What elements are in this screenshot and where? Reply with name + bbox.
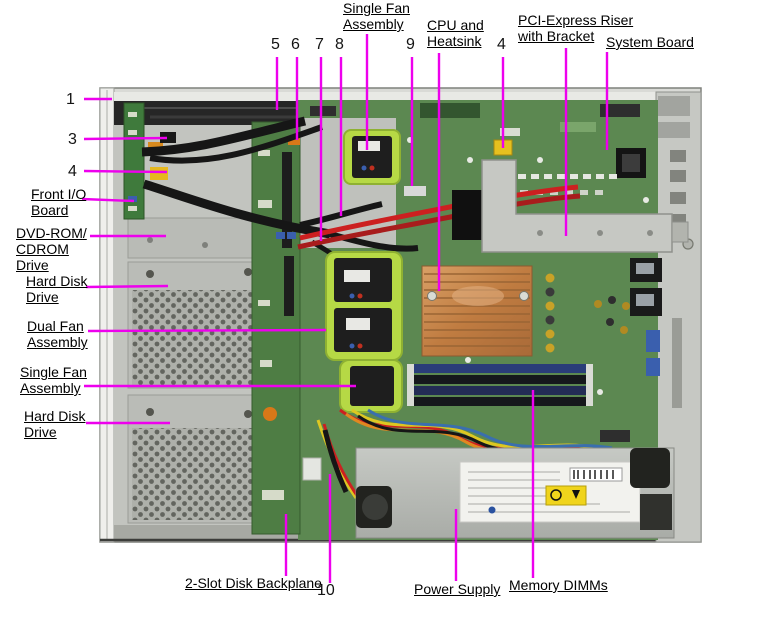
leader-front-io-board	[81, 197, 135, 203]
label-line: Single Fan	[20, 364, 87, 380]
power-supply-illustration	[355, 447, 675, 539]
label-front-io-board[interactable]: Front I/O Board	[31, 186, 86, 218]
warning-sticker	[545, 485, 587, 506]
label-power-supply[interactable]: Power Supply	[414, 581, 500, 597]
leader-3	[83, 136, 168, 141]
label-hard-disk-drive-lower[interactable]: Hard Disk Drive	[24, 408, 85, 440]
cpu-heatsink-illustration	[421, 265, 533, 357]
label-line: Board	[31, 202, 69, 218]
callout-number-3: 3	[68, 131, 77, 148]
label-line: Memory DIMMs	[509, 577, 608, 593]
fan-single-top-illustration	[343, 129, 401, 185]
callout-number-5: 5	[271, 36, 280, 53]
callout-number-9: 9	[406, 36, 415, 53]
label-line: Single Fan	[343, 0, 410, 16]
label-line: CPU and	[427, 17, 484, 33]
white-power-connector	[302, 457, 322, 481]
fan-dual-illustration	[325, 251, 403, 361]
label-line: Drive	[26, 289, 59, 305]
label-line: Hard Disk	[24, 408, 86, 424]
label-line: Front I/O	[31, 186, 87, 202]
label-line: Heatsink	[427, 33, 482, 49]
label-line: System Board	[606, 34, 694, 50]
label-memory-dimms[interactable]: Memory DIMMs	[509, 577, 608, 593]
callout-number-8: 8	[335, 36, 344, 53]
label-line: CDROM	[16, 241, 69, 257]
leader-4-left	[83, 169, 168, 174]
label-line: PCI-Express Riser	[518, 12, 634, 28]
fan-single-lower-illustration	[339, 359, 403, 413]
label-line: Assembly	[27, 334, 88, 350]
label-cpu-and-heatsink[interactable]: CPU and Heatsink	[427, 17, 484, 49]
orange-cap	[263, 407, 277, 421]
label-line: Assembly	[343, 16, 404, 32]
disk-backplane-illustration	[251, 121, 322, 535]
label-line: Drive	[16, 257, 49, 273]
label-single-fan-assembly-top[interactable]: Single Fan Assembly	[343, 0, 410, 32]
label-line: Assembly	[20, 380, 81, 396]
label-line: 2-Slot Disk Backplane	[185, 575, 322, 591]
label-pci-express-riser[interactable]: PCI-Express Riser with Bracket	[518, 12, 633, 44]
label-2-slot-disk-backplane[interactable]: 2-Slot Disk Backplane	[185, 575, 322, 591]
label-dvd-rom-cdrom-drive[interactable]: DVD-ROM/ CDROM Drive	[16, 225, 87, 273]
callout-number-1: 1	[66, 91, 75, 108]
leader-dual-fan	[87, 328, 327, 333]
pci-riser-bracket-illustration	[481, 159, 689, 253]
label-line: Drive	[24, 424, 57, 440]
label-line: with Bracket	[518, 28, 595, 44]
orange-connector-top	[288, 136, 300, 145]
label-line: Hard Disk	[26, 273, 88, 289]
leader-hdd-upper	[85, 284, 169, 289]
yellow-connector-front	[150, 167, 168, 180]
callout-number-4-left: 4	[68, 163, 77, 180]
label-line: Dual Fan	[27, 318, 84, 334]
label-line: DVD-ROM/	[16, 225, 87, 241]
callout-number-10: 10	[317, 582, 335, 599]
label-system-board[interactable]: System Board	[606, 34, 694, 50]
pcb-components	[310, 103, 660, 442]
callout-number-7: 7	[315, 36, 324, 53]
label-line: Power Supply	[414, 581, 501, 597]
callout-number-4-top: 4	[497, 36, 506, 53]
callout-number-6: 6	[291, 36, 300, 53]
rear-connectors	[630, 258, 662, 316]
memory-dimm-slots	[407, 364, 593, 406]
label-single-fan-assembly-left[interactable]: Single Fan Assembly	[20, 364, 87, 396]
leader-lines	[81, 34, 609, 583]
label-hard-disk-drive-upper[interactable]: Hard Disk Drive	[26, 273, 87, 305]
label-dual-fan-assembly[interactable]: Dual Fan Assembly	[27, 318, 88, 350]
chip-heatsink	[452, 190, 482, 240]
